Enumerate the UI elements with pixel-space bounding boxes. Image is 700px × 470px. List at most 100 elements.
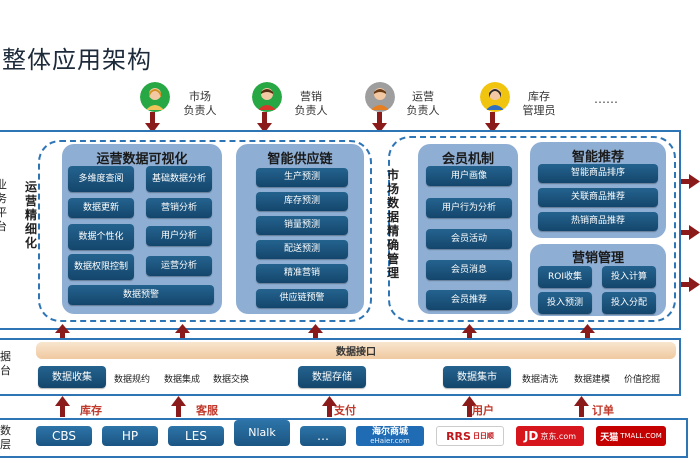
role-label-market: 市场 负责人 xyxy=(183,90,217,117)
text-data-modeling: 数据建模 xyxy=(574,375,611,385)
page-title: 整体应用架构 xyxy=(2,46,152,74)
btn-inventory-forecast[interactable]: 库存预测 xyxy=(256,192,348,211)
btn-input-calc[interactable]: 投入计算 xyxy=(602,266,656,288)
arrow-up-icon xyxy=(580,324,595,333)
text-value-mining: 价值挖掘 xyxy=(624,375,661,385)
source-label-service: 客服 xyxy=(196,404,218,417)
marketing-module-title: 营销管理 xyxy=(571,251,624,266)
btn-multi-dim-query[interactable]: 多维度查阅 xyxy=(68,166,134,192)
brand-rrs-main: RRS xyxy=(446,429,471,443)
btn-supply-alert[interactable]: 供应链预警 xyxy=(256,289,348,308)
visual-module-title: 运营数据可视化 xyxy=(96,152,188,167)
arrow-shaft xyxy=(327,405,332,417)
arrow-right-icon xyxy=(689,174,700,189)
arrow-shaft xyxy=(467,405,472,417)
arrow-right-icon xyxy=(689,225,700,240)
arrow-down-icon xyxy=(485,123,500,133)
btn-related-recommend[interactable]: 关联商品推荐 xyxy=(538,188,658,207)
arrow-shaft xyxy=(176,405,181,417)
brand-ehaier-sub: eHaier.com xyxy=(370,437,410,445)
btn-marketing-analysis[interactable]: 营销分析 xyxy=(146,198,212,218)
btn-input-allocate[interactable]: 投入分配 xyxy=(602,292,656,314)
arrow-down-icon xyxy=(145,123,160,133)
arrow-shaft xyxy=(150,112,155,124)
data-platform-label: 据 台 xyxy=(0,350,11,377)
btn-user-profile[interactable]: 用户画像 xyxy=(426,166,512,186)
arrow-shaft xyxy=(579,405,584,417)
btn-data-permission[interactable]: 数据权限控制 xyxy=(68,254,134,280)
btn-data-update[interactable]: 数据更新 xyxy=(68,198,134,218)
brand-jd-main: JD xyxy=(523,429,539,443)
btn-production-forecast[interactable]: 生产预测 xyxy=(256,168,348,187)
btn-member-recommend[interactable]: 会员推荐 xyxy=(426,290,512,310)
avatar-male-icon xyxy=(252,82,282,112)
arrow-shaft xyxy=(377,112,382,124)
source-hp[interactable]: HP xyxy=(102,426,158,446)
source-cbs[interactable]: CBS xyxy=(36,426,92,446)
brand-tmall-sub: TMALL.COM xyxy=(620,432,662,440)
avatar-male-icon xyxy=(365,82,395,112)
supply-module-title: 智能供应链 xyxy=(267,152,333,167)
recommend-module-title: 智能推荐 xyxy=(571,150,624,165)
btn-data-collect[interactable]: 数据收集 xyxy=(38,366,106,388)
right-arrows xyxy=(681,174,700,292)
role-label-operations: 运营 负责人 xyxy=(406,90,440,117)
brand-tmall-logo[interactable]: 天猫 TMALL.COM xyxy=(596,426,666,446)
btn-data-mart[interactable]: 数据集市 xyxy=(443,366,511,388)
source-layer-label: 数 层 xyxy=(0,424,11,451)
btn-data-alert[interactable]: 数据预警 xyxy=(68,285,214,305)
btn-data-personalization[interactable]: 数据个性化 xyxy=(68,224,134,250)
arrow-up-icon xyxy=(175,324,190,333)
avatar-female-icon xyxy=(480,82,510,112)
ops-dashed-group xyxy=(38,140,372,322)
ops-label: 运营精细化 xyxy=(24,180,37,250)
btn-precision-marketing[interactable]: 精准营销 xyxy=(256,264,348,283)
role-label-inventory: 库存 管理员 xyxy=(522,90,556,117)
source-label-payment: 支付 xyxy=(334,404,356,417)
brand-tmall-main: 天猫 xyxy=(600,432,619,443)
role-marketing xyxy=(252,82,282,112)
arrow-up-icon xyxy=(308,324,323,333)
brand-jd-logo[interactable]: JD 京东.com xyxy=(516,426,584,446)
brand-rrs-logo[interactable]: RRS 日日顺 xyxy=(436,426,504,446)
btn-basic-data-analysis[interactable]: 基础数据分析 xyxy=(146,166,212,192)
role-arrows xyxy=(145,112,500,133)
arrow-down-icon xyxy=(372,123,387,133)
btn-user-behavior[interactable]: 用户行为分析 xyxy=(426,198,512,218)
market-label: 市场数据精确管理 xyxy=(386,168,399,280)
role-label-marketing: 营销 负责人 xyxy=(294,90,328,117)
source-more[interactable]: … xyxy=(300,426,346,446)
btn-delivery-forecast[interactable]: 配送预测 xyxy=(256,240,348,259)
btn-ops-analysis[interactable]: 运营分析 xyxy=(146,256,212,276)
btn-member-activity[interactable]: 会员活动 xyxy=(426,229,512,249)
btn-smart-sort[interactable]: 智能商品排序 xyxy=(538,164,658,183)
arrow-shaft xyxy=(490,112,495,124)
arrow-up-icon xyxy=(55,396,70,406)
btn-sales-forecast[interactable]: 销量预测 xyxy=(256,216,348,235)
btn-roi-collect[interactable]: ROI收集 xyxy=(538,266,592,288)
arrow-up-icon xyxy=(462,396,477,406)
btn-user-analysis[interactable]: 用户分析 xyxy=(146,226,212,246)
role-inventory xyxy=(480,82,510,112)
source-label-user: 用户 xyxy=(472,404,494,417)
arrow-up-icon xyxy=(322,396,337,406)
btn-member-message[interactable]: 会员消息 xyxy=(426,260,512,280)
btn-data-storage[interactable]: 数据存储 xyxy=(298,366,366,388)
source-label-inventory: 库存 xyxy=(80,404,102,417)
brand-ehaier-logo[interactable]: 海尔商城 eHaier.com xyxy=(356,426,424,446)
data-interface-bar: 数据接口 xyxy=(36,342,676,359)
arrow-up-icon xyxy=(574,396,589,406)
arrow-right-icon xyxy=(689,277,700,292)
arrow-up-icon xyxy=(462,324,477,333)
source-nlalk[interactable]: Nlalk xyxy=(234,420,290,446)
brand-rrs-sub: 日日顺 xyxy=(472,432,494,440)
text-data-cleaning: 数据清洗 xyxy=(522,375,559,385)
btn-input-forecast[interactable]: 投入预测 xyxy=(538,292,592,314)
member-module-title: 会员机制 xyxy=(441,152,494,167)
btn-hot-recommend[interactable]: 热销商品推荐 xyxy=(538,212,658,231)
brand-ehaier-main: 海尔商城 xyxy=(371,427,408,437)
role-market xyxy=(140,82,170,112)
arrow-shaft xyxy=(681,230,690,235)
arrow-down-icon xyxy=(257,123,272,133)
source-les[interactable]: LES xyxy=(168,426,224,446)
